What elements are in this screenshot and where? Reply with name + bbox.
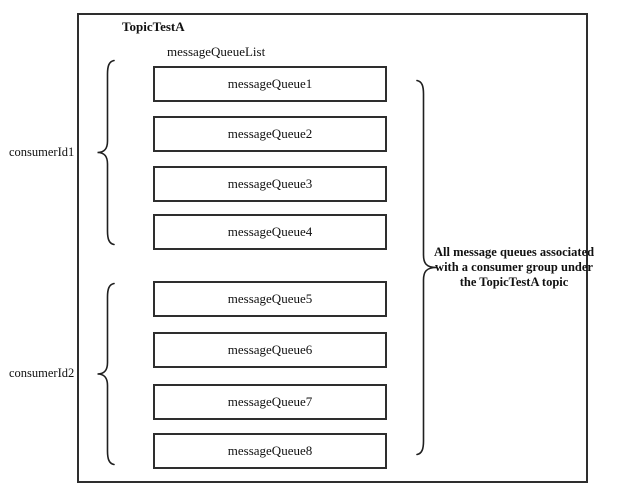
message-queue-list-label: messageQueueList: [167, 44, 266, 59]
queue-label-6: messageQueue6: [227, 342, 313, 357]
consumer2-label: consumerId2: [9, 366, 75, 380]
annotation-line-1: All message queues associated: [434, 245, 595, 259]
queue-label-3: messageQueue3: [227, 176, 313, 191]
queue-label-4: messageQueue4: [227, 224, 313, 239]
annotation-line-3: the TopicTestA topic: [459, 275, 569, 289]
queue-box-8: messageQueue8: [153, 433, 387, 469]
queue-label-2: messageQueue2: [227, 126, 313, 141]
topic-title: TopicTestA: [122, 19, 185, 34]
annotation-brace-icon: [416, 79, 437, 456]
queue-box-1: messageQueue1: [153, 66, 387, 102]
consumer1-brace-icon: [97, 59, 115, 246]
queue-label-7: messageQueue7: [227, 394, 313, 409]
consumer2-brace-icon: [97, 282, 115, 466]
queue-label-1: messageQueue1: [227, 76, 313, 91]
queue-box-3: messageQueue3: [153, 166, 387, 202]
queue-label-5: messageQueue5: [227, 291, 313, 306]
queue-box-5: messageQueue5: [153, 281, 387, 317]
queue-box-7: messageQueue7: [153, 384, 387, 420]
annotation-text: All message queues associated with a con…: [434, 245, 594, 290]
queue-label-8: messageQueue8: [227, 443, 313, 458]
queue-box-4: messageQueue4: [153, 214, 387, 250]
queue-box-6: messageQueue6: [153, 332, 387, 368]
queue-box-2: messageQueue2: [153, 116, 387, 152]
consumer1-label: consumerId1: [9, 145, 75, 159]
annotation-line-2: with a consumer group under: [435, 260, 593, 274]
